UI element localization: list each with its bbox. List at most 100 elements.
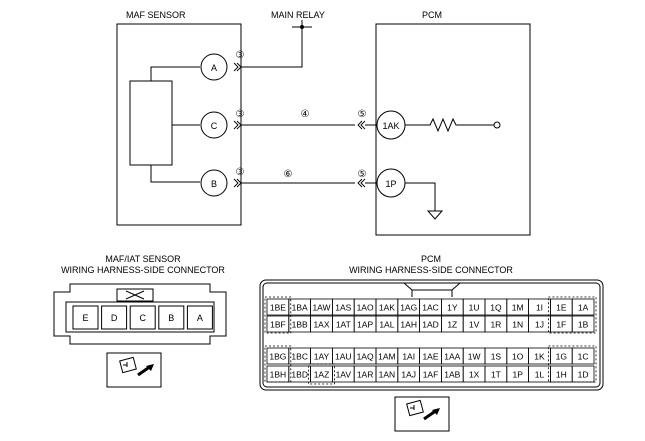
maf-connector [53,283,227,345]
pcm-resistor [405,117,494,133]
pcm-pin-cell-1q: 1Q [484,298,508,316]
pcm-pin-cell-1d: 1D [571,365,595,383]
pcm-pin-cell-1m: 1M [506,298,529,316]
svg-text:C: C [211,121,218,131]
pcm-pin-cell-1w: 1W [462,347,486,365]
ground-symbol [426,210,444,220]
svg-text:1U: 1U [469,303,480,313]
svg-text:1V: 1V [469,320,480,330]
wire-marker-4: ④ [301,109,310,120]
pcm-pin-cell-1aq: 1AQ [353,347,377,365]
svg-text:A: A [197,313,203,323]
pcm-pin-cell-1g: 1G [550,347,573,365]
pcm-pin-cell-1bg: 1BG [266,347,290,365]
wire-marker-5a: ⑤ [358,109,367,120]
svg-text:1AZ: 1AZ [314,370,330,380]
svg-text:1AK: 1AK [379,303,395,313]
svg-text:1B: 1B [578,320,589,330]
pcm-pin-cell-1at: 1AT [331,315,355,333]
maf-pin-c: C [200,111,228,139]
pcm-connector-view-icon [394,396,450,432]
pcm-pin-cell-1ai: 1AI [397,347,420,365]
svg-text:1P: 1P [512,370,523,380]
pcm-pin-cell-1bc: 1BC [288,347,311,365]
svg-text:1J: 1J [535,320,544,330]
svg-text:1BC: 1BC [291,352,308,362]
svg-text:1AD: 1AD [422,320,439,330]
svg-text:1AB: 1AB [444,370,460,380]
wire-marker-b: ③ [236,167,245,178]
svg-text:1AL: 1AL [379,320,394,330]
pcm-box [375,23,531,236]
pcm-pin-cell-1v: 1V [462,315,486,333]
maf-connector-pin-a: A [186,305,213,330]
pcm-pin-cell-1ab: 1AB [440,365,464,383]
pcm-pin-1ak: 1AK [376,110,406,140]
pcm-pin-cell-1k: 1K [528,347,551,365]
pcm-pin-cell-1h: 1H [550,365,573,383]
pcm-pin-cell-1be: 1BE [266,298,290,316]
pcm-pin-cell-1ba: 1BA [288,298,311,316]
pcm-pin-cell-1as: 1AS [331,298,355,316]
maf-sensor-title: MAF SENSOR [126,10,186,20]
svg-text:1G: 1G [556,352,567,362]
svg-text:C: C [139,313,146,323]
svg-text:1A: 1A [578,303,589,313]
svg-text:1BH: 1BH [270,370,287,380]
svg-text:1AK: 1AK [382,121,399,131]
svg-text:1S: 1S [491,352,502,362]
svg-text:1K: 1K [534,352,545,362]
svg-text:1AN: 1AN [379,370,396,380]
svg-text:1H: 1H [556,370,567,380]
svg-text:1AH: 1AH [400,320,417,330]
svg-text:1AM: 1AM [378,352,395,362]
pcm-pin-cell-1i: 1I [528,298,551,316]
svg-text:1Y: 1Y [447,303,458,313]
pcm-pin-cell-1p: 1P [506,365,529,383]
pcm-pin-cell-1aa: 1AA [440,347,464,365]
maf-pin-a: A [200,53,228,81]
svg-text:1AO: 1AO [357,303,374,313]
pcm-pin-cell-1bb: 1BB [288,315,311,333]
svg-text:D: D [111,313,118,323]
svg-text:1O: 1O [512,352,524,362]
pcm-pin-cell-1r: 1R [484,315,508,333]
svg-text:1AY: 1AY [314,352,330,362]
pcm-pin-cell-1ac: 1AC [419,298,442,316]
svg-text:B: B [211,179,217,189]
pcm-pin-cell-1au: 1AU [331,347,355,365]
svg-text:1BD: 1BD [291,370,308,380]
pcm-pin-cell-1y: 1Y [440,298,464,316]
pcm-pin-cell-1am: 1AM [375,347,399,365]
pcm-pin-cell-1s: 1S [484,347,508,365]
svg-text:1BG: 1BG [269,352,286,362]
maf-connector-title-1: MAF/IAT SENSOR [105,254,181,264]
maf-connector-pin-c: C [129,305,156,330]
maf-connector-pin-e: E [72,305,99,330]
maf-connector-pin-d: D [101,305,128,330]
svg-text:1T: 1T [491,370,501,380]
svg-text:1AG: 1AG [400,303,417,313]
svg-text:1Z: 1Z [447,320,457,330]
pcm-pin-1p: 1P [376,168,406,198]
pcm-pin-cell-1az: 1AZ [310,365,333,383]
pcm-pin-cell-1aj: 1AJ [397,365,420,383]
pcm-pin-cell-1an: 1AN [375,365,399,383]
svg-text:1AR: 1AR [357,370,374,380]
svg-text:E: E [82,313,88,323]
pcm-pin-cell-1x: 1X [462,365,486,383]
pcm-pin-cell-1ak: 1AK [375,298,399,316]
svg-text:1AI: 1AI [402,352,415,362]
svg-text:1AE: 1AE [422,352,438,362]
main-relay-title: MAIN RELAY [271,10,325,20]
svg-text:1C: 1C [578,352,589,362]
wire-main-relay [241,20,303,68]
svg-text:1Q: 1Q [490,303,502,313]
pcm-pin-cell-1bh: 1BH [266,365,290,383]
pcm-pin-cell-1al: 1AL [375,315,399,333]
svg-text:A: A [211,63,217,73]
pcm-pin-cell-1ag: 1AG [397,298,420,316]
pcm-pin-cell-1c: 1C [571,347,595,365]
pcm-pin-cell-1ao: 1AO [353,298,377,316]
